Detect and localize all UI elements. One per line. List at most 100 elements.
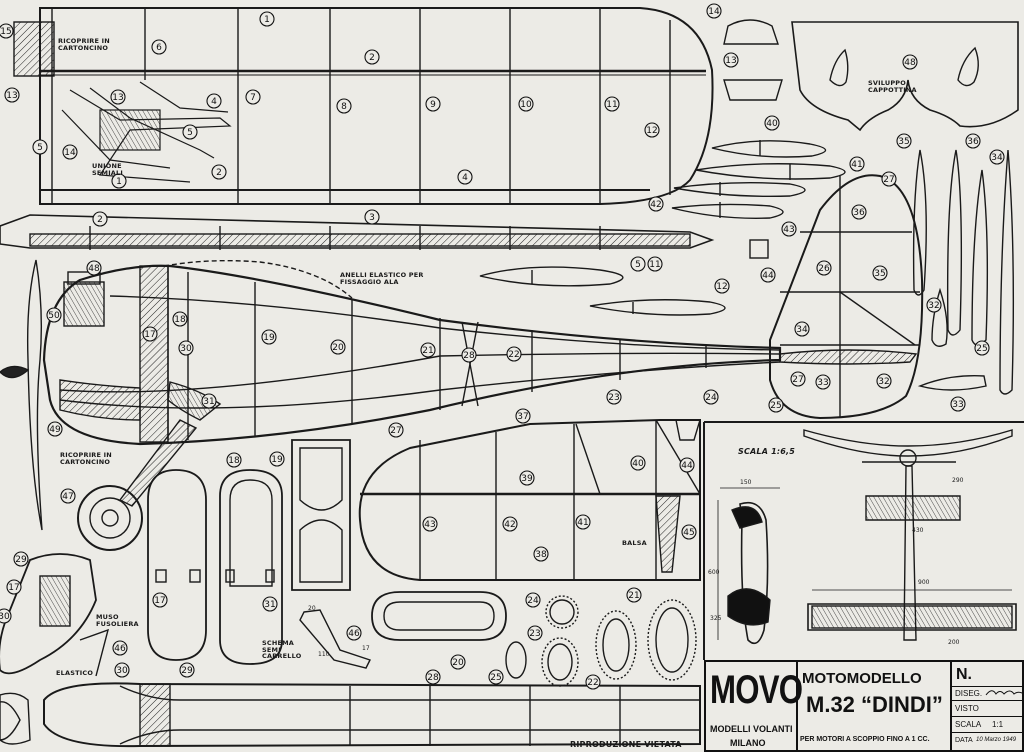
part-number-label: 29 <box>15 555 27 565</box>
part-number-19: 19 <box>269 451 285 467</box>
part-number-label: 1 <box>264 15 270 25</box>
part-number-3: 3 <box>364 209 380 225</box>
part-number-label: 37 <box>517 412 528 422</box>
part-number-label: 13 <box>725 56 736 66</box>
part-number-21: 21 <box>626 587 642 603</box>
part-number-label: 2 <box>216 168 222 178</box>
part-number-4: 4 <box>457 169 473 185</box>
note-schema: SCHEMA SEMI CARRELLO <box>262 639 302 660</box>
part-number-label: 48 <box>88 264 100 274</box>
part-number-label: 27 <box>390 426 401 436</box>
part-number-6: 6 <box>151 39 167 55</box>
part-number-25: 25 <box>768 397 784 413</box>
part-number-25: 25 <box>488 669 504 685</box>
part-number-2: 2 <box>364 49 380 65</box>
part-number-13: 13 <box>723 52 739 68</box>
part-number-42: 42 <box>502 516 518 532</box>
brand-cell: MOVO MODELLI VOLANTI MILANO <box>706 662 803 750</box>
part-number-31: 31 <box>201 393 217 409</box>
engine-note: PER MOTORI A SCOPPIO FINO A 1 CC. <box>800 736 930 743</box>
part-number-label: 32 <box>928 301 939 311</box>
brand-city: MILANO <box>730 738 766 748</box>
part-13-shape <box>723 79 783 101</box>
part-number-29: 29 <box>13 551 29 567</box>
part-number-label: 25 <box>770 401 781 411</box>
part-number-22: 22 <box>506 346 522 362</box>
part-number-label: 35 <box>898 137 909 147</box>
part-number-label: 34 <box>991 153 1003 163</box>
part-number-label: 46 <box>114 644 126 654</box>
part-number-43: 43 <box>781 221 797 237</box>
part-number-44: 44 <box>679 457 695 473</box>
fin-rudder <box>769 174 924 420</box>
part-number-47: 47 <box>60 488 76 504</box>
part-number-label: 33 <box>952 400 963 410</box>
note-sviluppo: SVILUPPO CAPPOTTINA <box>868 79 917 94</box>
part-number-30: 30 <box>0 608 12 624</box>
part-number-label: 40 <box>766 119 778 129</box>
part-number-label: 11 <box>649 260 660 270</box>
part-number-11: 11 <box>604 96 620 112</box>
part-number-22: 22 <box>585 674 601 690</box>
part-number-label: 32 <box>878 377 889 387</box>
part-number-30: 30 <box>114 662 130 678</box>
part-number-38: 38 <box>533 546 549 562</box>
part-number-label: 12 <box>646 126 657 136</box>
part-number-2: 2 <box>92 211 108 227</box>
dim-110: 110 <box>318 651 330 658</box>
part-number-label: 36 <box>967 137 979 147</box>
part-number-5: 5 <box>630 256 646 272</box>
part-number-20: 20 <box>330 339 346 355</box>
part-number-43: 43 <box>422 516 438 532</box>
part-number-label: 44 <box>681 461 693 471</box>
part-number-28: 28 <box>461 347 477 363</box>
part-number-17: 17 <box>6 579 22 595</box>
part-number-label: 12 <box>716 282 727 292</box>
part-number-12: 12 <box>714 278 730 294</box>
part-number-45: 45 <box>681 524 697 540</box>
part-number-label: 14 <box>64 148 76 158</box>
fuselage-side <box>0 259 782 551</box>
part-number-label: 28 <box>463 351 475 361</box>
part-number-label: 17 <box>154 596 165 606</box>
part-number-label: 7 <box>250 93 256 103</box>
part-number-13: 13 <box>110 89 126 105</box>
dim-600: 600 <box>708 569 720 576</box>
part-number-36: 36 <box>965 133 981 149</box>
part-number-40: 40 <box>764 115 780 131</box>
part-number-label: 5 <box>37 143 43 153</box>
title-block: MOVO MODELLI VOLANTI MILANO MOTOMODELLO … <box>704 660 1024 752</box>
data-value: 10 Marzo 1949 <box>976 737 1017 743</box>
scala-label: SCALA <box>955 720 982 729</box>
part-number-label: 2 <box>369 53 375 63</box>
brand-subtitle: MODELLI VOLANTI <box>710 724 793 734</box>
part-number-35: 35 <box>872 265 888 281</box>
part-number-29: 29 <box>179 662 195 678</box>
part-number-17: 17 <box>152 592 168 608</box>
part-number-label: 43 <box>424 520 435 530</box>
note-anelli: ANELLI ELASTICO PER FISSAGGIO ALA <box>340 271 424 286</box>
wing-spar-strip <box>0 214 715 250</box>
part-number-label: 31 <box>264 600 275 610</box>
diseg-label: DISEG. <box>955 689 983 698</box>
part-number-4: 4 <box>206 93 222 109</box>
part-number-label: 9 <box>430 100 436 110</box>
part-number-label: 18 <box>174 315 186 325</box>
part-number-label: 36 <box>853 208 865 218</box>
part-number-33: 33 <box>950 396 966 412</box>
part-number-label: 24 <box>705 393 717 403</box>
part-number-label: 31 <box>203 397 214 407</box>
part-number-28: 28 <box>425 669 441 685</box>
note-muso: MUSO FUSOLIERA <box>96 613 139 628</box>
part-number-label: 5 <box>187 128 193 138</box>
part-number-25: 25 <box>974 340 990 356</box>
part-number-label: 21 <box>422 346 433 356</box>
part-number-label: 3 <box>369 213 375 223</box>
n-label: N. <box>956 666 972 683</box>
part-number-1: 1 <box>259 11 275 27</box>
part-number-27: 27 <box>790 371 806 387</box>
part-number-41: 41 <box>849 156 865 172</box>
part-number-label: 45 <box>683 528 694 538</box>
part-number-48: 48 <box>902 54 918 70</box>
